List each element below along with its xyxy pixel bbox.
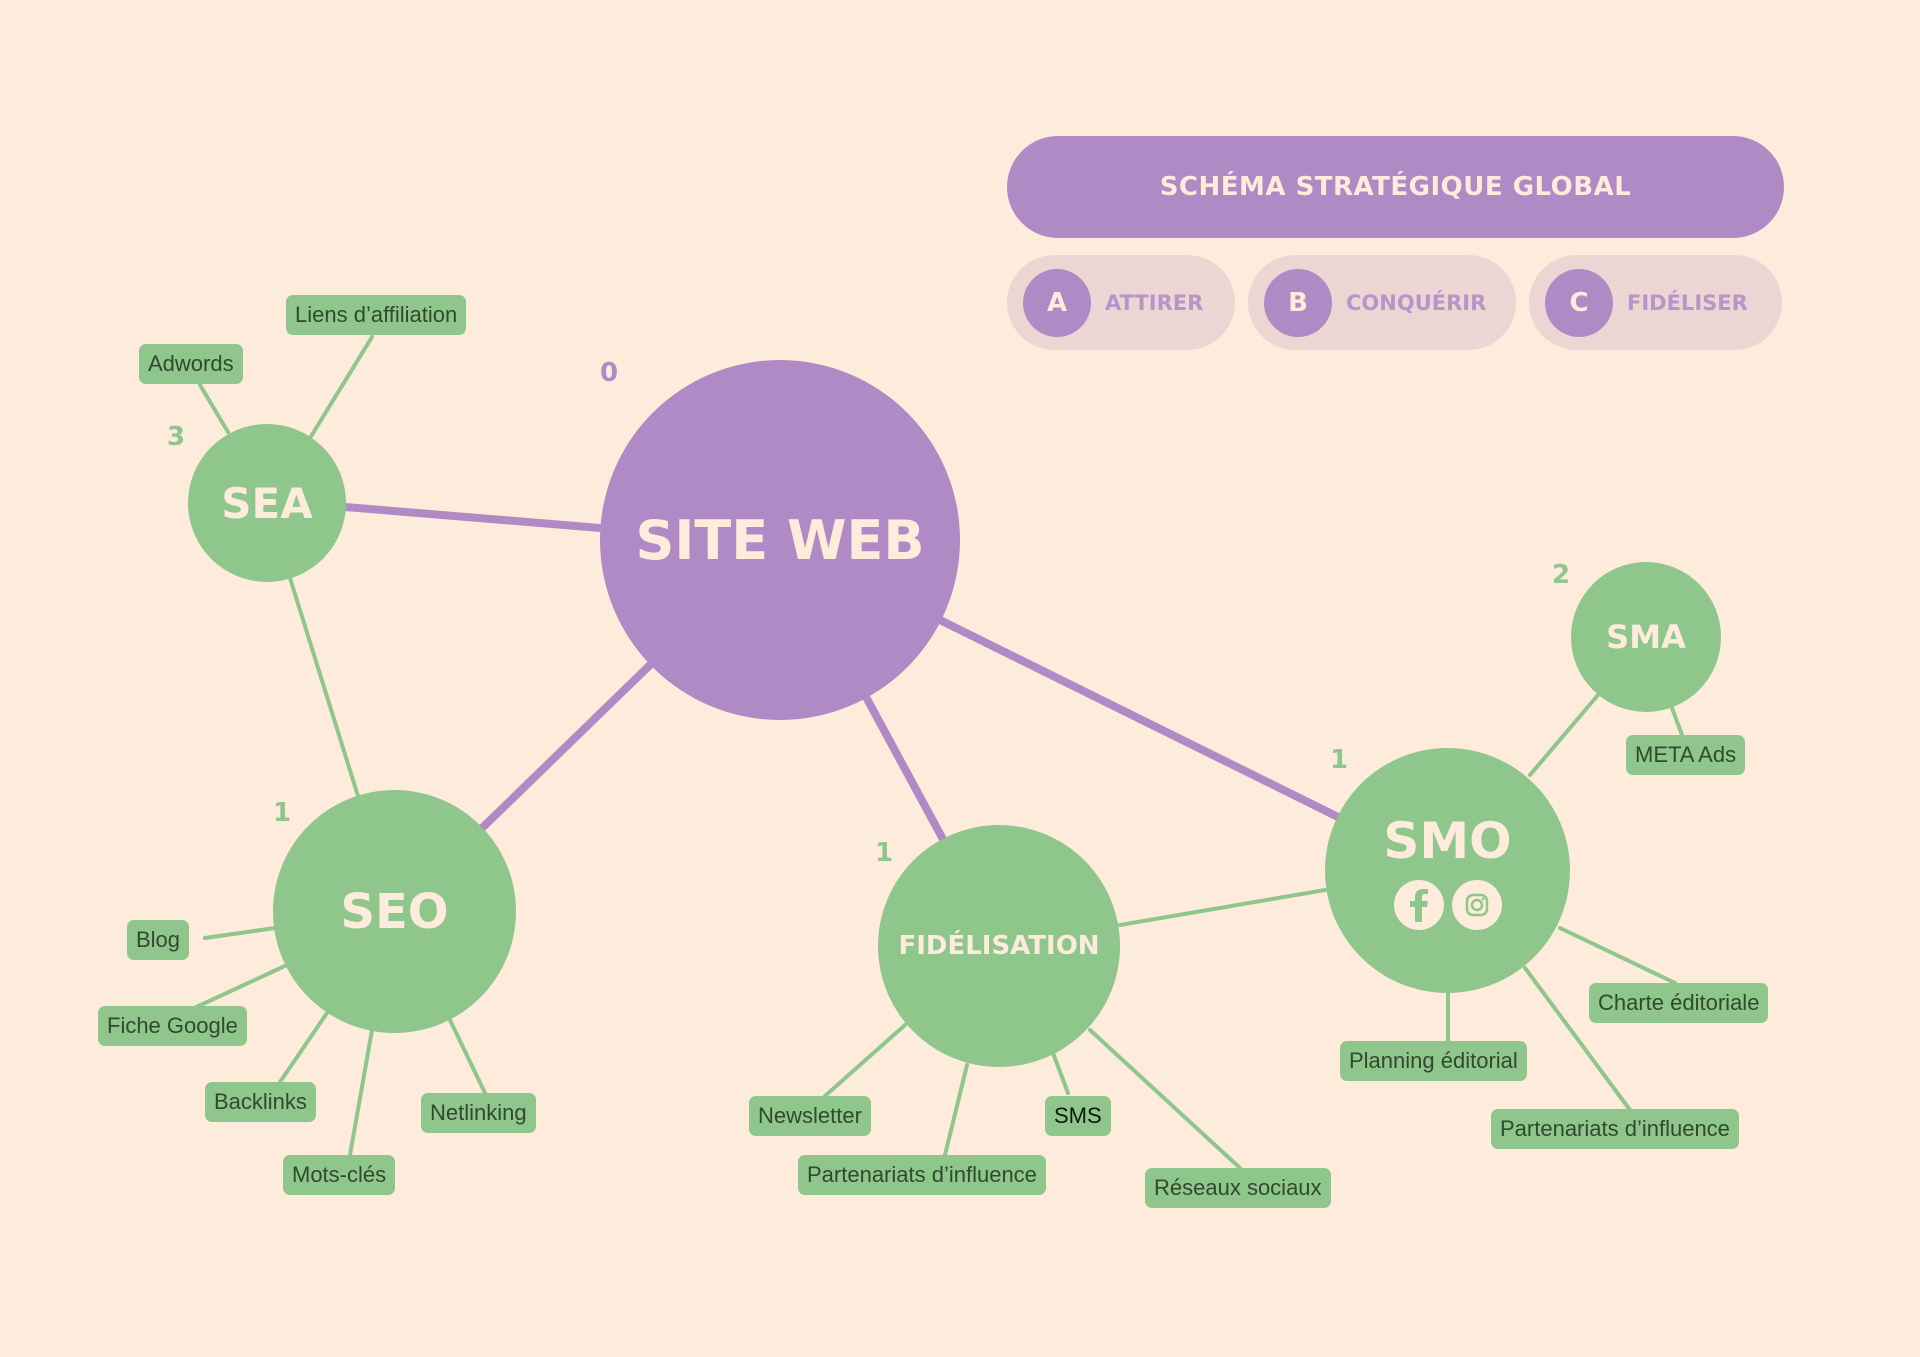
node-label: SMA: [1606, 618, 1686, 656]
tag-backlinks: Backlinks: [205, 1082, 316, 1122]
link-site-fidelisation: [862, 693, 949, 847]
rank-site-web: 0: [600, 358, 619, 388]
tag-netlinking: Netlinking: [421, 1093, 536, 1133]
legend-item-fideliser: C FIDÉLISER: [1529, 255, 1782, 350]
tag-planning-editorial: Planning éditorial: [1340, 1041, 1527, 1081]
rank-sma: 2: [1552, 560, 1571, 590]
tag-reseaux-sociaux: Réseaux sociaux: [1145, 1168, 1331, 1208]
tag-fiche-google: Fiche Google: [98, 1006, 247, 1046]
tag-newsletter: Newsletter: [749, 1096, 871, 1136]
node-sea: SEA: [188, 424, 346, 582]
legend-label: ATTIRER: [1105, 290, 1204, 315]
node-label: SEA: [221, 478, 313, 528]
rank-seo: 1: [273, 798, 292, 828]
legend-letter: B: [1264, 268, 1332, 337]
node-label: SITE WEB: [635, 508, 925, 572]
instagram-icon: [1451, 879, 1502, 930]
node-site-web: SITE WEB: [600, 360, 960, 720]
tag-sms: SMS: [1045, 1096, 1111, 1136]
rank-smo: 1: [1330, 745, 1349, 775]
legend-label: FIDÉLISER: [1627, 290, 1748, 315]
node-seo: SEO: [273, 790, 516, 1033]
tag-partenariats-influence: Partenariats d’influence: [798, 1155, 1046, 1195]
tag-blog: Blog: [127, 920, 190, 960]
node-sma: SMA: [1571, 562, 1721, 712]
legend-letter: C: [1545, 268, 1613, 337]
tag-liens-affiliation: Liens d’affiliation: [286, 295, 467, 335]
legend-label: CONQUÉRIR: [1346, 290, 1487, 315]
legend-item-attirer: A ATTIRER: [1007, 255, 1235, 350]
facebook-icon: [1393, 879, 1444, 930]
tag-mots-cles: Mots-clés: [283, 1155, 396, 1195]
tag-adwords: Adwords: [139, 344, 243, 384]
rank-fidelisation: 1: [875, 838, 894, 868]
legend-title: SCHÉMA STRATÉGIQUE GLOBAL: [1007, 136, 1784, 238]
link-smo-sma: [1528, 693, 1600, 777]
rank-sea: 3: [167, 422, 186, 452]
link-sea-seo: [288, 576, 360, 798]
tag-meta-ads: META Ads: [1626, 735, 1746, 775]
link-fidelisation-smo: [1118, 888, 1327, 927]
node-label: SEO: [340, 883, 449, 940]
social-icons: [1393, 879, 1502, 930]
node-label: SMO: [1383, 811, 1512, 870]
node-label: FIDÉLISATION: [898, 931, 1100, 961]
link-site-sea: [341, 503, 604, 532]
node-fidelisation: FIDÉLISATION: [878, 825, 1120, 1067]
legend-letter: A: [1023, 268, 1091, 337]
link-site-smo: [936, 616, 1342, 821]
link-site-seo: [474, 661, 654, 836]
tag-charte-editoriale: Charte éditoriale: [1589, 983, 1769, 1023]
legend-item-conquerir: B CONQUÉRIR: [1248, 255, 1516, 350]
tag-partenariats-influence-smo: Partenariats d’influence: [1491, 1109, 1739, 1149]
node-smo: SMO: [1325, 748, 1570, 993]
